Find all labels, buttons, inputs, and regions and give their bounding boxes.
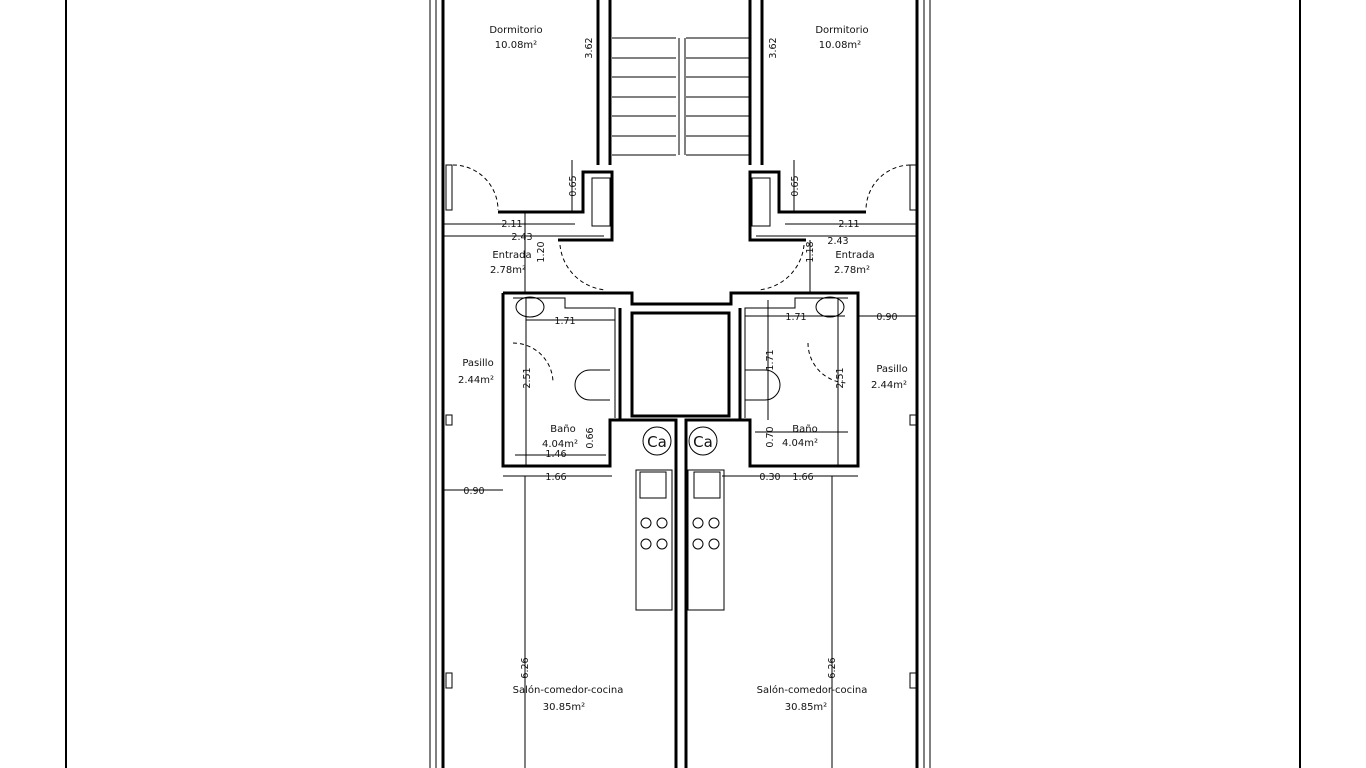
dimension: 3.62 <box>768 37 779 58</box>
dimension: 2.51 <box>835 367 846 388</box>
boiler-symbol-right <box>688 426 718 456</box>
dimension: 6.26 <box>520 657 531 678</box>
room-name: Pasillo <box>876 364 907 375</box>
room-area: 2.78m² <box>490 265 526 276</box>
room-area: 30.85m² <box>543 702 585 713</box>
dimension: 2.11 <box>838 219 859 230</box>
room-name: Pasillo <box>462 358 493 369</box>
room-area: 4.04m² <box>542 439 578 450</box>
room-name: Baño <box>550 424 575 435</box>
dimension: 1.71 <box>554 316 575 327</box>
boiler-label: Ca <box>693 433 713 451</box>
dimension: 0.30 <box>759 472 780 483</box>
dimension: 6.26 <box>827 657 838 678</box>
left-unit-labels: Dormitorio 10.08m² Entrada 2.78m² Pasill… <box>458 25 667 713</box>
room-name: Salón-comedor-cocina <box>513 684 624 696</box>
room-name: Salón-comedor-cocina <box>757 684 868 696</box>
dimension: 1.20 <box>536 241 547 262</box>
dimension: 0.70 <box>765 426 776 447</box>
dimension: 0.90 <box>463 486 484 497</box>
dimension: 1.46 <box>545 449 566 460</box>
fixtures <box>515 296 845 611</box>
dimension: 2.11 <box>501 219 522 230</box>
room-area: 2.78m² <box>834 265 870 276</box>
room-name: Baño <box>792 424 817 435</box>
boiler-symbol-left <box>642 426 672 456</box>
room-area: 30.85m² <box>785 702 827 713</box>
interior-walls <box>498 170 866 768</box>
room-area: 2.44m² <box>458 375 494 386</box>
dimension: 1.66 <box>792 472 813 483</box>
room-name: Dormitorio <box>489 25 542 36</box>
room-name: Dormitorio <box>815 25 868 36</box>
dimension: 1.71 <box>785 312 806 323</box>
room-area: 10.08m² <box>495 40 537 51</box>
dimension: 0.66 <box>585 427 596 448</box>
dimension: 1.18 <box>805 241 816 262</box>
dimension: 2.51 <box>522 367 533 388</box>
dimension: 2.43 <box>511 232 532 243</box>
dimension: 2.43 <box>827 236 848 247</box>
room-area: 10.08m² <box>819 40 861 51</box>
dimension: 0.90 <box>876 312 897 323</box>
dimension-lines <box>443 160 917 768</box>
dimension: 0.65 <box>790 175 801 196</box>
dimension: 1.71 <box>765 349 776 370</box>
dimension: 0.65 <box>568 175 579 196</box>
room-area: 2.44m² <box>871 380 907 391</box>
room-area: 4.04m² <box>782 438 818 449</box>
exterior-walls <box>429 0 931 768</box>
dimension: 3.62 <box>584 37 595 58</box>
room-name: Entrada <box>492 250 531 261</box>
dimension: 1.66 <box>545 472 566 483</box>
doors <box>452 164 911 384</box>
boiler-label: Ca <box>647 433 667 451</box>
room-name: Entrada <box>835 250 874 261</box>
right-unit-labels: Dormitorio 10.08m² Entrada 2.78m² Pasill… <box>693 25 908 713</box>
staircase <box>596 0 764 165</box>
